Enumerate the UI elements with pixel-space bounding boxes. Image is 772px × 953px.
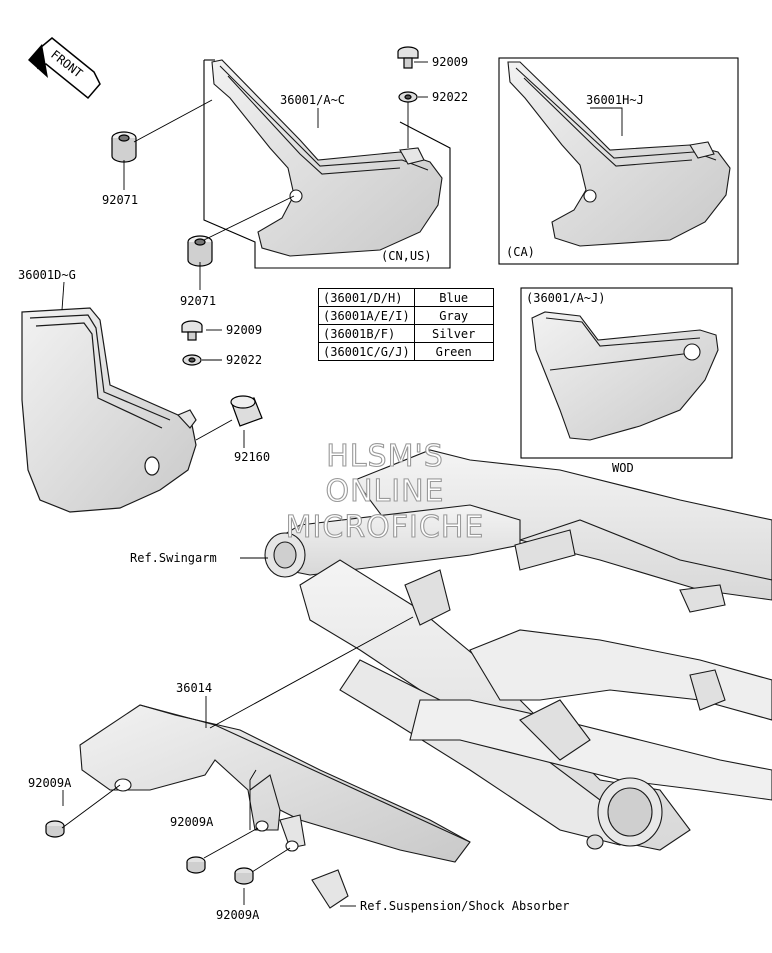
label-92022-top: 92022 — [432, 90, 468, 104]
label-92009a-2: 92009A — [170, 815, 214, 829]
grommet-92071-a — [111, 131, 137, 163]
table-row: (36001A/E/I) Gray — [318, 306, 494, 325]
label-92022-mid: 92022 — [226, 353, 262, 367]
side-cover-36001d-g — [21, 307, 197, 513]
bolt-92009-mid — [181, 320, 203, 341]
washer-92022-mid — [182, 354, 202, 366]
label-92009-top: 92009 — [432, 55, 468, 69]
color-code-cell: (36001/D/H) — [318, 288, 415, 307]
label-cn-us: (CN,US) — [381, 249, 432, 263]
color-name-cell: Blue — [413, 288, 494, 307]
watermark-line-2: ONLINE — [325, 474, 444, 509]
bolt-92009a-1 — [45, 820, 65, 838]
bolt-92009-top — [397, 46, 419, 69]
label-ca: (CA) — [506, 245, 535, 259]
label-wod: WOD — [612, 461, 634, 475]
color-code-cell: (36001C/G/J) — [318, 342, 415, 361]
color-name-cell: Silver — [413, 324, 494, 343]
table-row: (36001B/F) Silver — [318, 324, 494, 343]
color-table-body: (36001/D/H) Blue (36001A/E/I) Gray (3600… — [318, 288, 494, 361]
label-92009a-1: 92009A — [28, 776, 72, 790]
color-name-cell: Green — [413, 342, 494, 361]
label-36001-a-c: 36001/A~C — [280, 93, 345, 107]
label-ref-suspension: Ref.Suspension/Shock Absorber — [360, 899, 570, 913]
side-cover-36001h-j — [498, 57, 739, 265]
label-wod-header: (36001/A~J) — [526, 291, 605, 305]
watermark-line-3: MICROFICHE — [286, 510, 485, 545]
label-92071-b: 92071 — [180, 294, 216, 308]
watermark: HLSM'S ONLINE MICROFICHE — [285, 438, 485, 545]
color-code-cell: (36001B/F) — [318, 324, 415, 343]
leader-lines — [61, 61, 623, 907]
table-row: (36001C/G/J) Green — [318, 342, 494, 361]
table-row: (36001/D/H) Blue — [318, 288, 494, 307]
label-92009-mid: 92009 — [226, 323, 262, 337]
washer-92022-top — [398, 91, 418, 103]
label-92009a-3: 92009A — [216, 908, 260, 922]
bolt-92009a-3 — [234, 867, 254, 885]
wod-inset — [520, 287, 733, 459]
label-92160: 92160 — [234, 450, 270, 464]
frame-swingarm-illustration — [264, 449, 772, 851]
front-arrow-icon: FRONT — [28, 37, 101, 100]
color-code-cell: (36001A/E/I) — [318, 306, 415, 325]
bolt-92009a-2 — [186, 856, 206, 874]
label-36001h-j: 36001H~J — [586, 93, 644, 107]
label-36014: 36014 — [176, 681, 212, 695]
label-36001d-g: 36001D~G — [18, 268, 76, 282]
collar-92160 — [230, 395, 263, 427]
label-ref-swingarm: Ref.Swingarm — [130, 551, 217, 565]
color-name-cell: Gray — [413, 306, 494, 325]
side-cover-36001-a-c — [203, 59, 451, 269]
part-labels: 36001/A~C 92009 92022 36001H~J 92071 920… — [18, 55, 644, 922]
watermark-line-1: HLSM'S — [326, 439, 444, 474]
label-92071-a: 92071 — [102, 193, 138, 207]
grommet-92071-b — [187, 235, 213, 267]
color-table: (36001/D/H) Blue (36001A/E/I) Gray (3600… — [318, 288, 494, 361]
